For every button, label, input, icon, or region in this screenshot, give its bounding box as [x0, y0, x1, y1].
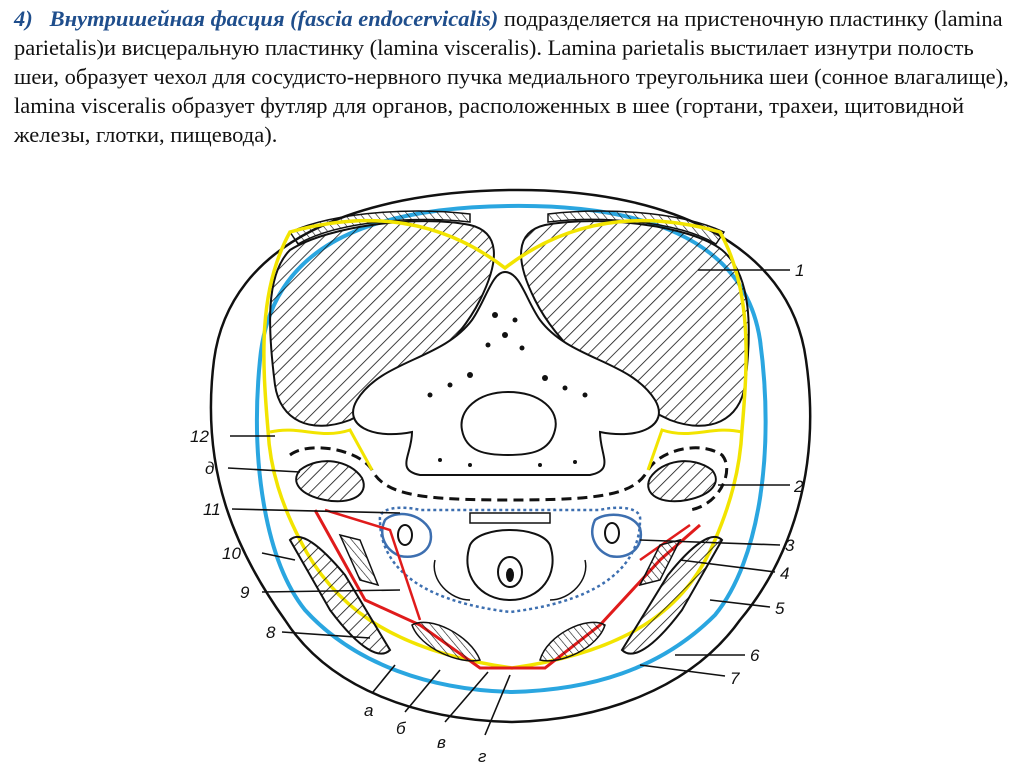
label-a: а [364, 701, 373, 720]
pretracheal-fascia-upper [324, 508, 691, 621]
esophagus [469, 512, 551, 524]
label-10: 10 [222, 544, 241, 563]
left-carotid-artery [397, 524, 413, 546]
skin-contour [209, 188, 812, 724]
label-d: д [205, 459, 214, 478]
label-8: 8 [266, 623, 276, 642]
trachea-center [506, 568, 514, 582]
right-sternocleidomastoid [620, 535, 724, 655]
endocervical-fascia-visceral [269, 428, 374, 471]
label-5: 5 [775, 599, 785, 618]
left-omohyoid-muscle [338, 533, 380, 587]
leader-lines [227, 269, 790, 736]
right-sternohyoid-muscle [539, 621, 606, 662]
heading-number: 4) [14, 6, 33, 31]
label-1: 1 [795, 261, 804, 280]
right-carotid-sheath [591, 513, 643, 559]
vertebra [352, 270, 660, 476]
left-trapezius [288, 210, 471, 245]
left-scalene-muscle [295, 460, 365, 503]
body-text: подразделяется на пристеночную пластинку… [14, 6, 1009, 147]
superficial-fascia [255, 203, 768, 695]
label-b: б [396, 719, 407, 738]
label-g: г [478, 747, 486, 766]
slide-text: 4) Внутришейная фасция (fascia endocervi… [14, 4, 1014, 149]
trachea-lumen [497, 556, 523, 588]
left-carotid-sheath [381, 512, 433, 559]
label-11: 11 [203, 500, 221, 519]
label-4: 4 [780, 564, 789, 583]
spinal-canal [460, 390, 557, 457]
right-scalene-muscle [647, 460, 717, 503]
right-omohyoid-muscle [638, 538, 682, 587]
right-carotid-artery [604, 522, 620, 544]
left-sternohyoid-muscle [411, 621, 482, 662]
label-3: 3 [785, 536, 795, 555]
thyroid-gland [433, 559, 587, 601]
bone-marrow-dots [427, 312, 588, 467]
trachea [466, 529, 554, 602]
endocervical-fascia-visceral-right [646, 428, 743, 471]
right-trapezius [547, 210, 726, 246]
label-2: 2 [793, 477, 804, 496]
left-sternocleidomastoid [288, 535, 392, 655]
heading-term: Внутришейная фасция (fascia endocervical… [49, 6, 499, 31]
label-v: в [437, 733, 446, 752]
label-7: 7 [730, 669, 740, 688]
label-9: 9 [240, 583, 250, 602]
label-6: 6 [750, 646, 760, 665]
visceral-sheath [378, 506, 642, 614]
label-12: 12 [190, 427, 209, 446]
